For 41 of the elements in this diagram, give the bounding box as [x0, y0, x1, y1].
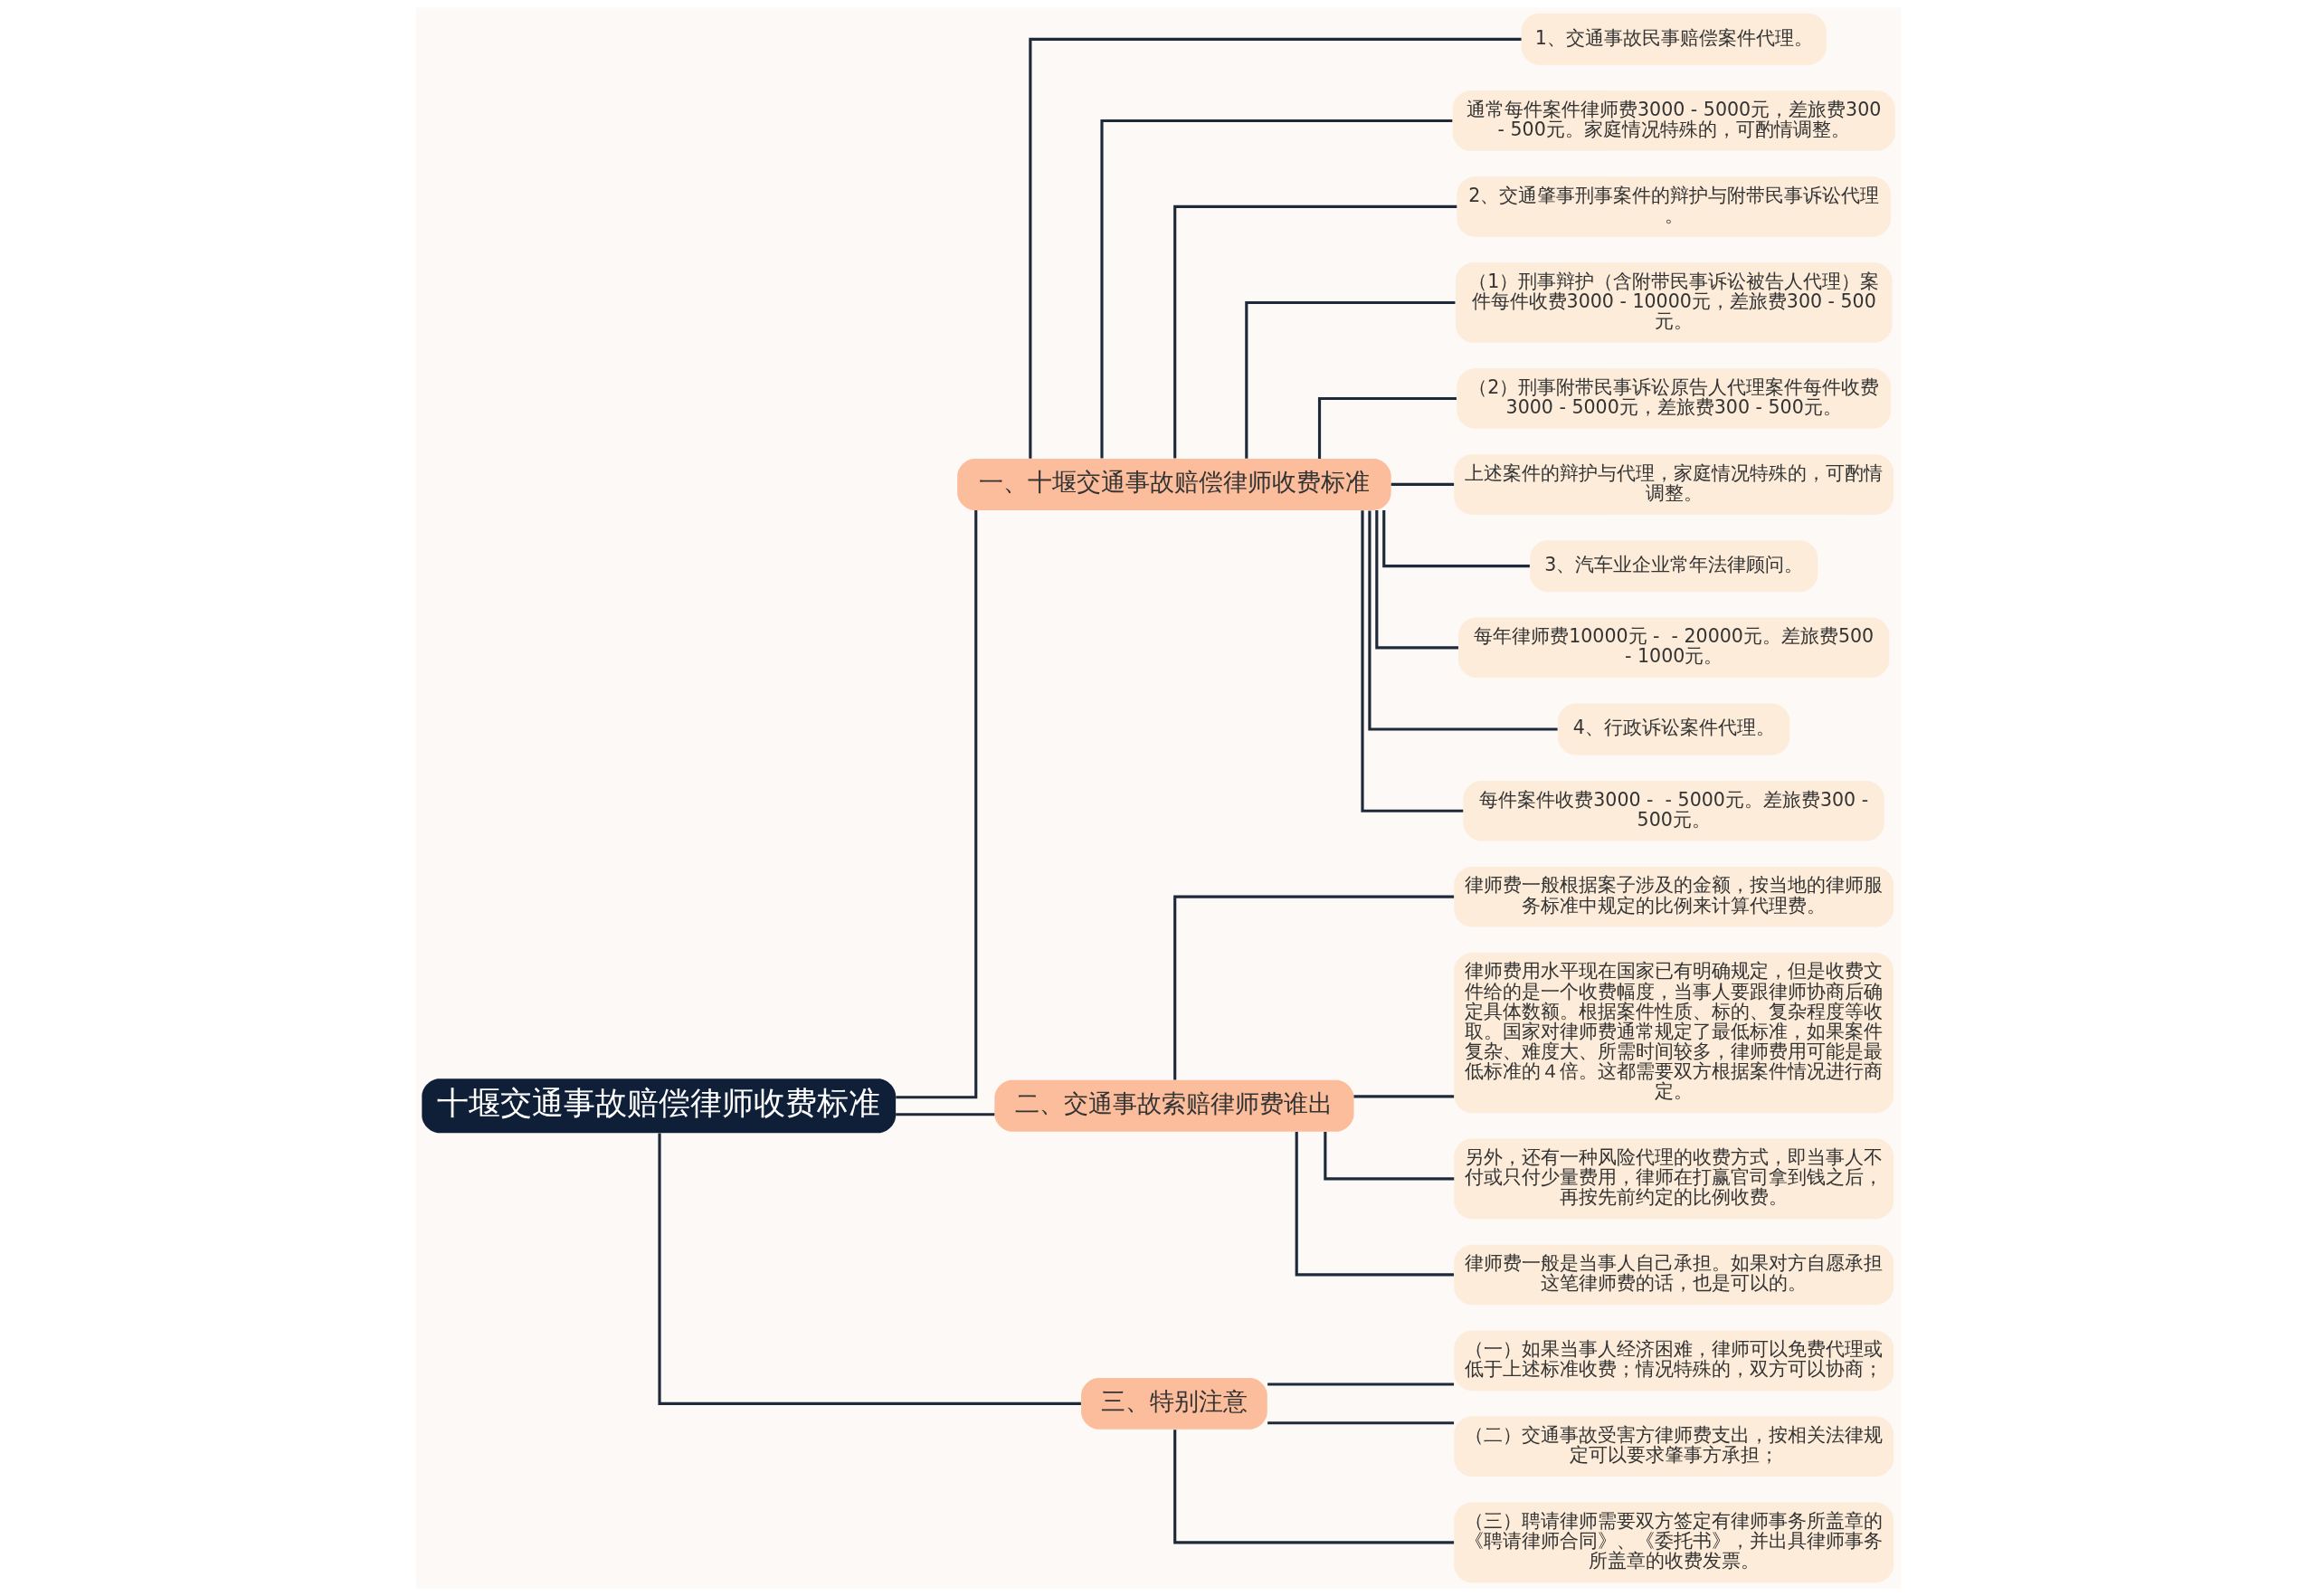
node-box: 通常每件案件律师费3000 - 5000元，差旅费300 - 500元。家庭情况特殊的，可酌情调整。	[1452, 90, 1895, 151]
node-box: 每件案件收费3000 - - 5000元。差旅费300 - 500元。	[1463, 781, 1884, 841]
node-box: 上述案件的辩护与代理，家庭情况特殊的，可酌情调整。	[1453, 454, 1894, 515]
node-box: 十堰交通事故赔偿律师收费标准	[421, 1078, 896, 1134]
connector	[1172, 204, 1457, 459]
node-box: 律师费用水平现在国家已有明确规定，但是收费文件给的是一个收费幅度，当事人要跟律师协商后确定具体数额。根据案件性质、标的、复杂程度等收取。国家对律师费通常规定了最低标准，如果案件复杂、难度大、所需时间较多，律师费用可能是最低标准的４倍。这都需要双方根据案件情况进行商定。	[1453, 952, 1894, 1114]
connector	[895, 1113, 994, 1116]
connector	[1353, 1095, 1454, 1098]
connector	[1374, 510, 1458, 650]
node-box: 1、交通事故民事赔偿案件代理。	[1521, 13, 1827, 65]
connector	[1381, 510, 1530, 568]
node-box: （三）聘请律师需要双方签定有律师事务所盖章的《聘请律师合同》、《委托书》，并出具律师事务所盖章的收费发票。	[1453, 1502, 1894, 1583]
connector	[1323, 1131, 1454, 1181]
connector	[657, 1133, 1081, 1405]
node-box: 4、行政诉讼案件代理。	[1557, 703, 1789, 755]
connector	[1391, 482, 1454, 487]
connector	[1172, 895, 1454, 1080]
connector	[1028, 37, 1522, 459]
node-box: 每年律师费10000元 - - 20000元。差旅费500 - 1000元。	[1457, 617, 1889, 679]
node-box: （2）刑事附带民事诉讼原告人代理案件每件收费3000 - 5000元，差旅费300 - 500元。	[1456, 368, 1891, 429]
node-box: 三、特别注意	[1080, 1377, 1267, 1430]
connector	[1367, 510, 1558, 731]
node-box: 律师费一般根据案子涉及的金额，按当地的律师服务标准中规定的比例来计算代理费。	[1453, 866, 1894, 927]
connector	[1244, 300, 1455, 459]
node-box: 3、汽车业企业常年法律顾问。	[1529, 540, 1818, 593]
node-box: （二）交通事故受害方律师费支出，按相关法律规定可以要求肇事方承担；	[1453, 1416, 1894, 1477]
connector	[1172, 1430, 1454, 1544]
connector	[1267, 1382, 1454, 1386]
node-box: （1）刑事辩护（含附带民事诉讼被告人代理）案件每件收费3000 - 10000元，差旅费300 - 500元。	[1455, 262, 1892, 343]
node-box: 律师费一般是当事人自己承担。如果对方自愿承担这笔律师费的话，也是可以的。	[1453, 1244, 1894, 1306]
connector	[1295, 1132, 1454, 1277]
connector	[1267, 1421, 1454, 1425]
node-box: （一）如果当事人经济困难，律师可以免费代理或低于上述标准收费；情况特殊的，双方可以协商；	[1453, 1330, 1894, 1392]
connector	[895, 510, 977, 1099]
node-box: 另外，还有一种风险代理的收费方式，即当事人不付或只付少量费用，律师在打赢官司拿到钱之后，再按先前约定的比例收费。	[1453, 1138, 1894, 1220]
connector	[1099, 119, 1452, 459]
node-box: 二、交通事故索赔律师费谁出	[993, 1079, 1353, 1132]
node-box: 一、十堰交通事故赔偿律师收费标准	[956, 458, 1391, 510]
node-box: 2、交通肇事刑事案件的辩护与附带民事诉讼代理。	[1456, 176, 1891, 237]
connector	[1317, 396, 1457, 459]
connector	[1360, 510, 1463, 812]
